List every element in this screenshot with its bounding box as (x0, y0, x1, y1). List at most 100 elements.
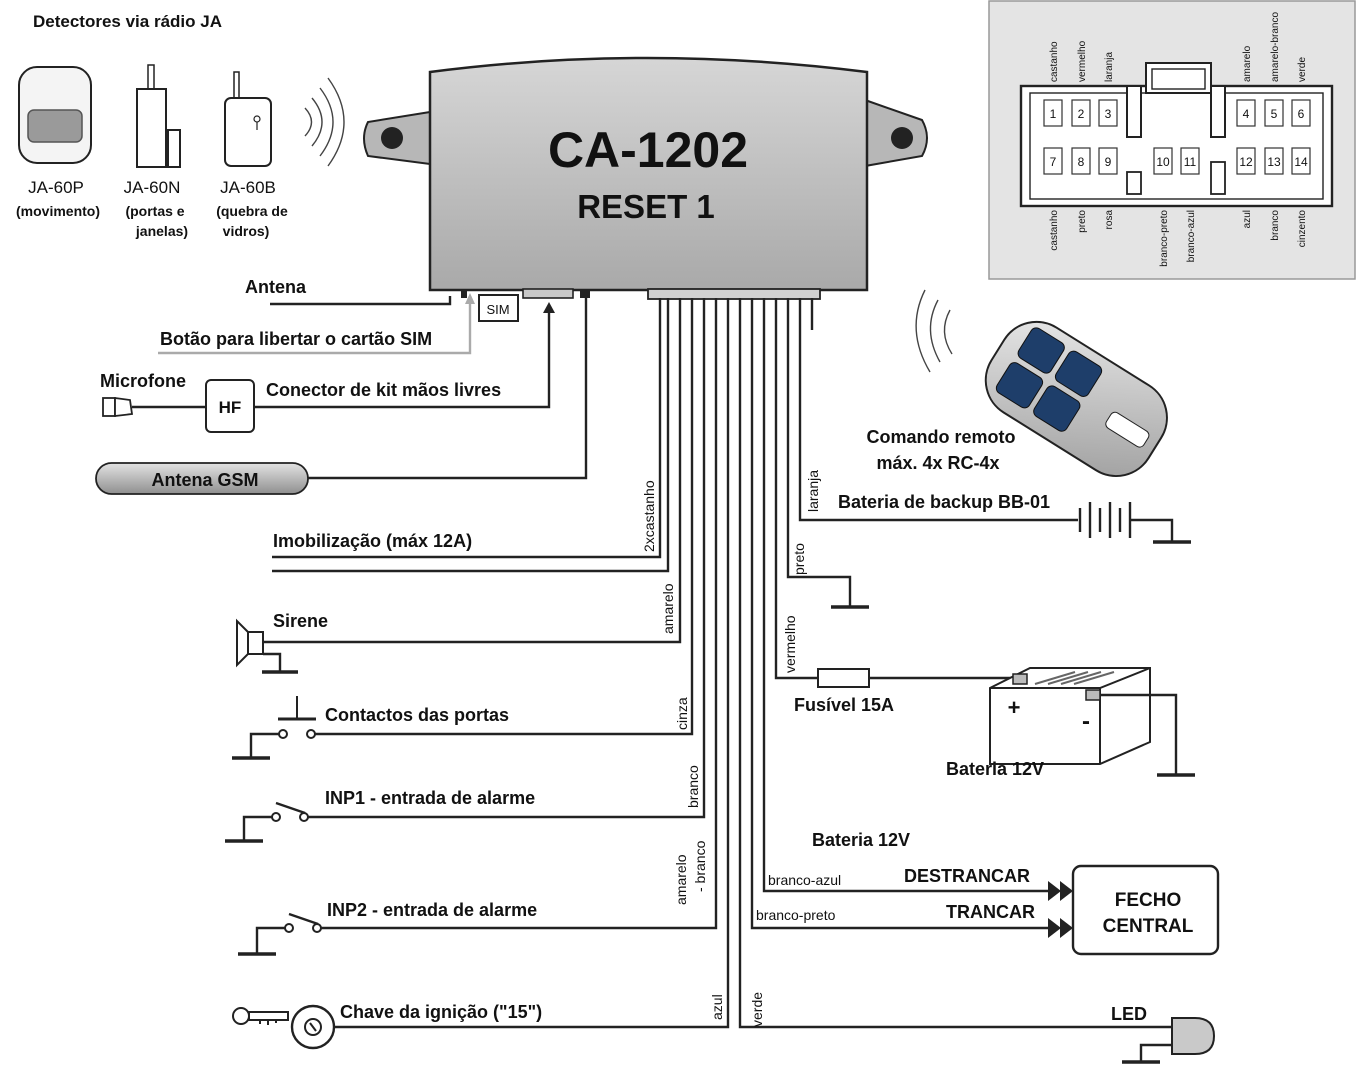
wire-label: - branco (692, 840, 708, 892)
detector-model: JA-60B (220, 178, 276, 197)
inp2-label: INP2 - entrada de alarme (327, 900, 537, 920)
sim-label: SIM (486, 302, 509, 317)
pin-color-label: laranja (1104, 52, 1115, 82)
wire-label: branco-azul (768, 872, 841, 888)
pin-number: 14 (1294, 155, 1308, 169)
pin-number: 8 (1078, 155, 1085, 169)
pin-color-label: preto (1077, 210, 1088, 233)
gsm-antenna-label: Antena GSM (151, 470, 258, 490)
wire-label: amarelo (660, 583, 676, 634)
sim-card-icon: SIM (478, 294, 519, 322)
hf-box-label: HF (219, 398, 242, 417)
pin-number: 6 (1298, 107, 1305, 121)
antenna-label: Antena (245, 277, 307, 297)
sim-button-label: Botão para libertar o cartão SIM (160, 329, 432, 349)
detector-desc: (movimento) (16, 203, 100, 219)
connector-pin (1236, 99, 1256, 127)
double-arrow-icon (1048, 918, 1061, 938)
detectors-title: Detectores via rádio JA (33, 12, 222, 31)
door-contact-switch-icon (232, 696, 316, 760)
unit-version: RESET 1 (577, 188, 715, 225)
detector-desc: vidros) (223, 223, 270, 239)
motion-detector-icon (18, 66, 92, 164)
backup-battery-icon (1078, 502, 1132, 538)
connector-pin (1098, 99, 1118, 127)
backup-battery-label: Bateria de backup BB-01 (838, 492, 1050, 512)
arrow-up-icon (465, 293, 475, 304)
detector-model: JA-60N (124, 178, 181, 197)
detector-desc: janelas) (135, 223, 188, 239)
pin-number: 10 (1156, 155, 1170, 169)
battery-note-label: Bateria 12V (812, 830, 910, 850)
pin-number: 2 (1078, 107, 1085, 121)
pin-color-label: amarelo-branco (1270, 12, 1281, 82)
pin-number: 5 (1271, 107, 1278, 121)
battery-label: Bateria 12V (946, 759, 1044, 779)
door-window-detector-icon (136, 64, 181, 168)
inp2-switch-icon (238, 912, 322, 956)
ignition-key-icon (232, 1004, 336, 1050)
lock-label: TRANCAR (946, 902, 1035, 922)
pin-color-label: branco-azul (1186, 210, 1197, 262)
ignition-label: Chave da ignição ("15") (340, 1002, 542, 1022)
connector-pin (1071, 99, 1091, 127)
unlock-label: DESTRANCAR (904, 866, 1030, 886)
pin-color-label: azul (1242, 210, 1253, 228)
siren-icon (236, 618, 298, 674)
double-arrow-icon (1048, 881, 1061, 901)
remote-label: máx. 4x RC-4x (876, 453, 999, 473)
pin-number: 9 (1105, 155, 1112, 169)
microphone-icon (102, 396, 134, 418)
car-battery-icon (989, 667, 1151, 765)
inp1-switch-icon (225, 801, 309, 843)
connector-pin (1264, 147, 1284, 175)
remote-control-icon (915, 289, 1168, 478)
wire-label: amarelo (673, 854, 689, 905)
microphone-label: Microfone (100, 371, 186, 391)
immobilizer-label: Imobilização (máx 12A) (273, 531, 472, 551)
battery-minus: - (1082, 708, 1090, 735)
pin-number: 12 (1239, 155, 1253, 169)
detector-desc: (portas e (125, 203, 184, 219)
glass-break-detector-icon (224, 71, 272, 167)
central-locking-label: CENTRAL (1103, 916, 1194, 937)
connector-pin (1043, 147, 1063, 175)
unit-model: CA-1202 (548, 122, 748, 178)
led-icon (1122, 1017, 1216, 1064)
wire-label: cinza (674, 697, 690, 730)
wire-label: preto (791, 543, 807, 575)
connector-pin (1236, 147, 1256, 175)
siren-label: Sirene (273, 611, 328, 631)
detector-model: JA-60P (28, 178, 84, 197)
connector-pin (1071, 147, 1091, 175)
pin-color-label: branco-preto (1159, 210, 1170, 267)
pin-number: 1 (1050, 107, 1057, 121)
fuse-label: Fusível 15A (794, 695, 894, 715)
connector-pin (1098, 147, 1118, 175)
main-unit (363, 56, 928, 300)
pin-color-label: rosa (1104, 210, 1115, 230)
connector-pin (1153, 147, 1173, 175)
pin-number: 7 (1050, 155, 1057, 169)
pin-color-label: castanho (1049, 41, 1060, 82)
connector-pin (1180, 147, 1200, 175)
pin-color-label: cinzento (1297, 210, 1308, 248)
fuse-icon (817, 668, 870, 688)
connector-pin (1291, 99, 1311, 127)
remote-label: Comando remoto (866, 427, 1015, 447)
connector-pin (1264, 99, 1284, 127)
central-locking-box (1071, 864, 1220, 956)
pin-color-label: castanho (1049, 210, 1060, 251)
wire-label: azul (709, 994, 725, 1020)
connector-pinout-panel (988, 0, 1356, 280)
pin-number: 4 (1243, 107, 1250, 121)
pin-color-label: branco (1270, 210, 1281, 241)
inp1-label: INP1 - entrada de alarme (325, 788, 535, 808)
connector-pin (1291, 147, 1311, 175)
battery-plus: + (1008, 695, 1021, 720)
central-locking-label: FECHO (1115, 890, 1182, 911)
connector-pin (1043, 99, 1063, 127)
pin-color-label: amarelo (1242, 45, 1253, 82)
